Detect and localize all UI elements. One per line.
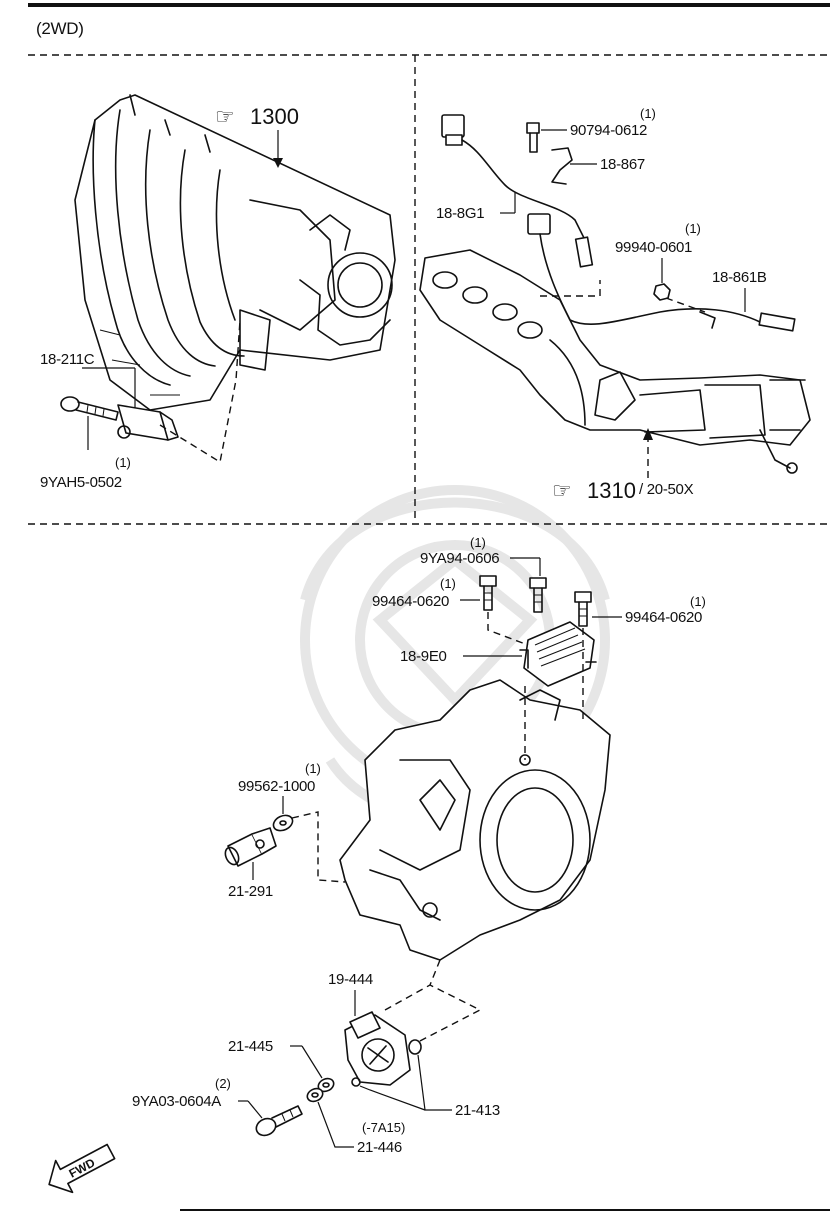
part-99562-1000: 99562-1000 — [238, 778, 315, 795]
qty-90794-0612: (1) — [640, 106, 656, 121]
part-21-446: 21-446 — [357, 1139, 402, 1156]
part-18-867: 18-867 — [600, 156, 645, 173]
part-21-413: 21-413 — [455, 1102, 500, 1119]
exhaust-manifold-drawing — [419, 249, 811, 474]
ref-1310-label: 1310 — [587, 478, 636, 503]
bolt-99464-0620-left-drawing — [479, 575, 497, 611]
oring-21-413-drawing — [408, 1039, 422, 1055]
qty-9ya94-0606: (1) — [470, 535, 486, 550]
bolt-90794-0612-drawing — [526, 122, 540, 153]
qty-99940-0601: (1) — [685, 221, 701, 236]
qty-99464-0620-left: (1) — [440, 576, 456, 591]
pointing-hand-icon: ☞ — [552, 478, 572, 503]
qty-99562-1000: (1) — [305, 761, 321, 776]
o2-sensor-18-8g1-drawing — [441, 114, 594, 268]
part-18-861b: 18-861B — [712, 269, 767, 286]
ref-1300-label: 1300 — [250, 104, 299, 129]
part-19-444: 19-444 — [328, 971, 373, 988]
part-99940-0601: 99940-0601 — [615, 239, 692, 256]
bolt-9ya94-0606-drawing — [529, 577, 547, 613]
part-7a15: (-7A15) — [362, 1120, 405, 1135]
washer-99562-1000-drawing — [272, 814, 294, 832]
qty-9yah5-0502: (1) — [115, 455, 131, 470]
washer-21-446-drawing — [306, 1087, 324, 1103]
part-9ya94-0606: 9YA94-0606 — [420, 550, 499, 567]
part-90794-0612: 90794-0612 — [570, 122, 647, 139]
transaxle-case-drawing — [339, 679, 611, 961]
part-99464-0620-right: 99464-0620 — [625, 609, 702, 626]
forward-arrow-icon: FWD — [48, 1143, 116, 1194]
tcm-18-9e0-drawing — [519, 621, 597, 687]
bolt-99464-0620-right-drawing — [574, 591, 592, 627]
part-18-211c: 18-211C — [40, 351, 95, 368]
variant-label: (2WD) — [36, 19, 84, 38]
frame — [28, 3, 832, 1211]
part-9yah5-0502: 9YAH5-0502 — [40, 474, 122, 491]
part-9ya03-0604a: 9YA03-0604A — [132, 1093, 221, 1110]
clip-18-867-drawing — [551, 147, 573, 185]
intake-manifold-drawing — [74, 94, 396, 411]
sensor-19-444-drawing — [344, 1011, 411, 1087]
bolt-9ya03-0604a-drawing — [255, 1105, 303, 1137]
part-18-9e0: 18-9E0 — [400, 648, 447, 665]
o2-sensor-18-861b-drawing — [527, 213, 796, 332]
nut-99940-0601-drawing — [653, 283, 671, 301]
part-18-8g1: 18-8G1 — [436, 205, 484, 222]
bolt-9yah5-0502-drawing — [60, 396, 119, 421]
part-99464-0620-left: 99464-0620 — [372, 593, 449, 610]
part-21-445: 21-445 — [228, 1038, 273, 1055]
ref-1310-sub-label: / 20-50X — [639, 481, 694, 498]
sensor-18-211c-drawing — [117, 404, 179, 441]
pointing-hand-icon: ☞ — [215, 104, 235, 129]
switch-21-291-drawing — [224, 827, 277, 867]
part-21-291: 21-291 — [228, 883, 273, 900]
qty-99464-0620-right: (1) — [690, 594, 706, 609]
qty-9ya03-0604a: (2) — [215, 1076, 231, 1091]
